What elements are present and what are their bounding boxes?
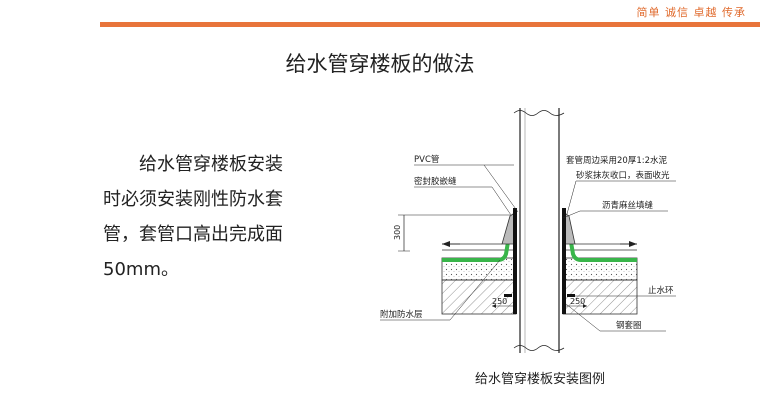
- dimension-width-right-label: 250: [570, 297, 585, 306]
- label-mortar-rim-line1: 套管周边采用20厚1:2水泥: [566, 155, 667, 166]
- description-line-2: 时必须安装刚性防水套: [103, 189, 283, 210]
- label-pvc-pipe: PVC管: [414, 154, 439, 165]
- description-line-1: 给水管穿楼板安装: [139, 154, 283, 175]
- label-steel-sleeve: 钢套圈: [616, 320, 642, 331]
- description-line-4: 50mm。: [103, 259, 179, 280]
- stop-ring: [504, 294, 512, 297]
- label-asphalt-hemp: 沥青麻丝填缝: [602, 200, 654, 211]
- diagram-caption: 给水管穿楼板安装图例: [474, 372, 605, 387]
- label-extra-waterproof-layer: 附加防水层: [380, 309, 423, 320]
- company-slogan: 简单 诚信 卓越 传承: [636, 6, 746, 19]
- label-stop-ring: 止水环: [648, 285, 674, 296]
- header-accent-bar: [100, 22, 760, 27]
- description-line-3: 管，套管口高出完成面: [103, 224, 283, 245]
- label-sealant: 密封胶嵌缝: [414, 176, 457, 187]
- steel-sleeve-left-wall: [513, 208, 517, 314]
- label-mortar-rim-line2: 砂浆抹灰收口，表面收光: [576, 170, 670, 181]
- floor-slab-right: [562, 279, 638, 315]
- page-title: 给水管穿楼板的做法: [285, 52, 475, 76]
- steel-sleeve-right-wall: [562, 208, 566, 314]
- description-text: 给水管穿楼板安装 时必须安装刚性防水套 管，套管口高出完成面 50mm。: [103, 147, 308, 287]
- dimension-width-left-label: 250: [492, 297, 507, 306]
- floor-slab-left: [441, 279, 517, 315]
- dimension-height-label: 300: [393, 225, 402, 240]
- pipe-installation-diagram: 300 PVC管 密封胶嵌缝 套管周边采用20厚1:2水泥 砂浆抹灰收口，表面收…: [380, 108, 676, 353]
